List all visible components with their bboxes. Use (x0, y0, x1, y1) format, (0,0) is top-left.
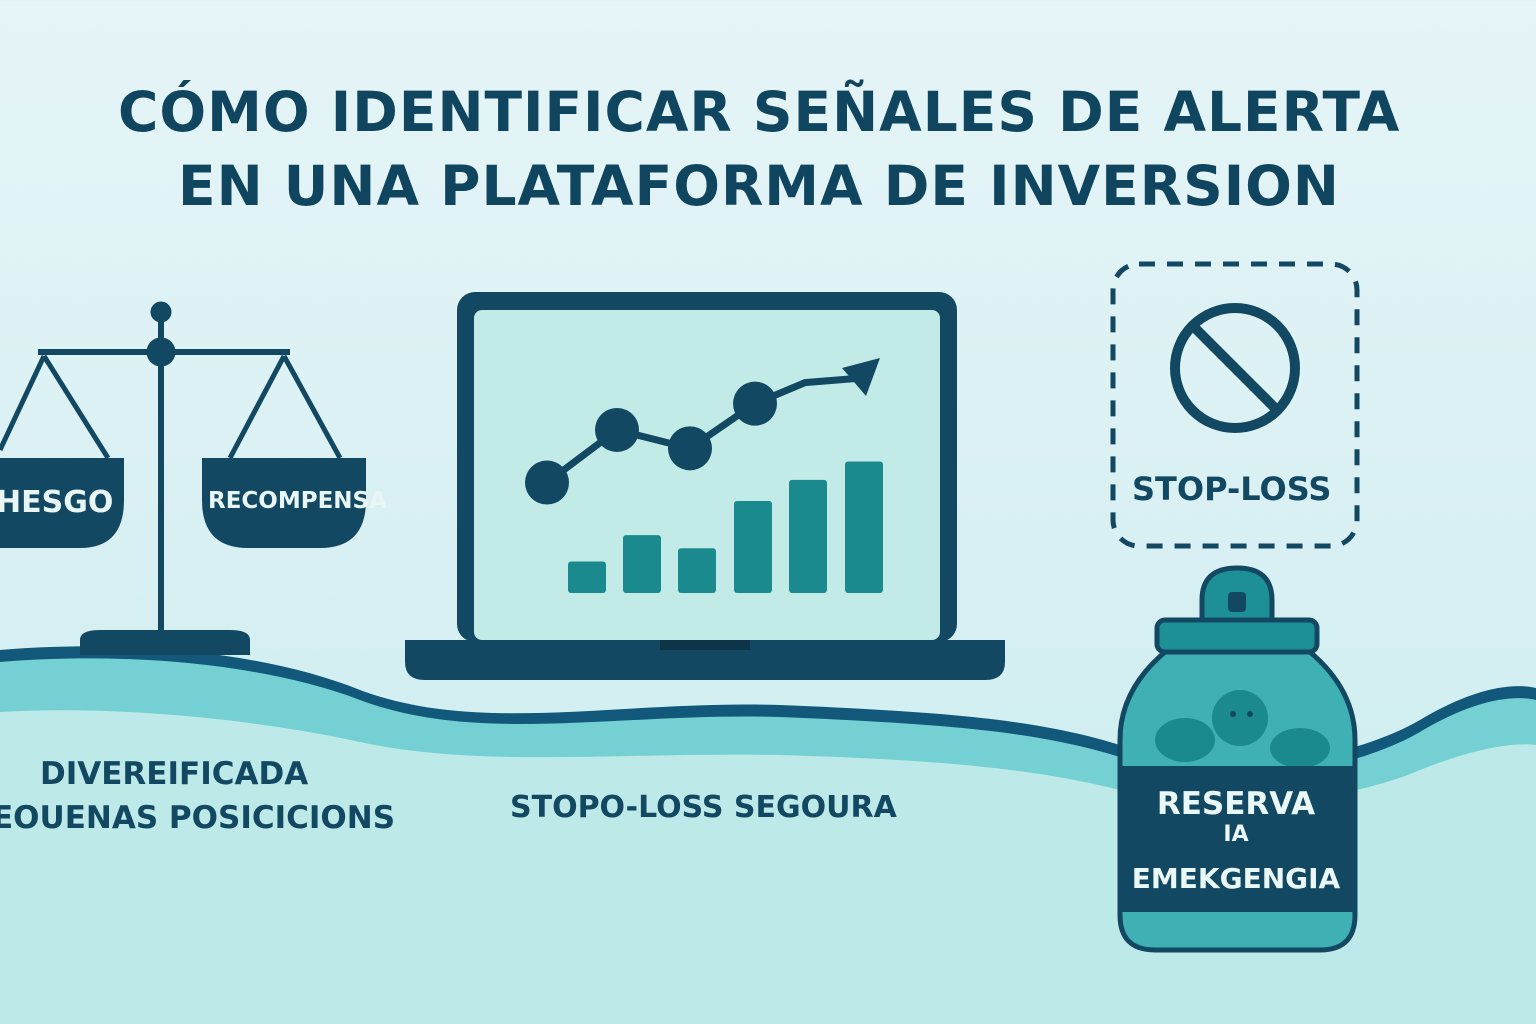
chart-bar (678, 548, 716, 593)
trend-point (733, 381, 777, 426)
prohibited-icon (1170, 303, 1300, 433)
risk-label: HESGO (0, 485, 114, 520)
chart-bar (734, 500, 772, 593)
trend-point (668, 426, 712, 471)
risk-pan (0, 458, 124, 548)
chart-bar (789, 479, 827, 593)
balance-scale (0, 301, 343, 655)
stop-loss-label: STOP-LOSS (1132, 470, 1332, 508)
laptop (405, 292, 1005, 680)
emergency-reserve-jar (1117, 565, 1358, 953)
page-title-line1: CÓMO IDENTIFICAR SEÑALES DE ALERTA (118, 80, 1401, 144)
reward-pan (202, 458, 366, 548)
diversify-caption-line1: DIVEREIFICADA (40, 756, 309, 792)
reward-label: RECOMPENSA (208, 488, 387, 514)
trend-point (525, 460, 569, 505)
page-title-line2: EN UNA PLATAFORMA DE INVERSION (178, 154, 1340, 218)
chart-bar (845, 461, 883, 593)
stop-loss-box (1110, 261, 1360, 549)
diversify-caption-line2: EOUENAS POSICICIONS (0, 800, 396, 836)
stop-loss-caption: STOPO-LOSS SEGOURA (510, 790, 897, 825)
trend-point (595, 407, 639, 452)
jar-label-line3: EMEKGENGIA (1131, 862, 1341, 895)
jar-label-line2: IA (1223, 822, 1249, 847)
chart-bar (623, 535, 661, 593)
trend-arrow-icon (842, 358, 880, 396)
jar-label-line1: RESERVA (1156, 786, 1316, 822)
laptop-chart (525, 358, 883, 593)
chart-bar (568, 561, 606, 593)
